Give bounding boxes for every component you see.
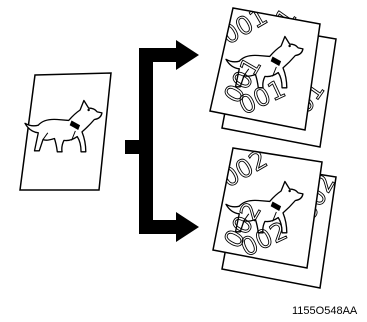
original-sheet <box>20 73 111 190</box>
figure-code: 1155O548AA <box>292 305 358 317</box>
copy-set-b: 002 002 002 002 <box>213 144 341 288</box>
bracket-arrow-icon <box>125 40 199 242</box>
copy-set-a: 001 001 001 001 001 <box>210 1 336 147</box>
